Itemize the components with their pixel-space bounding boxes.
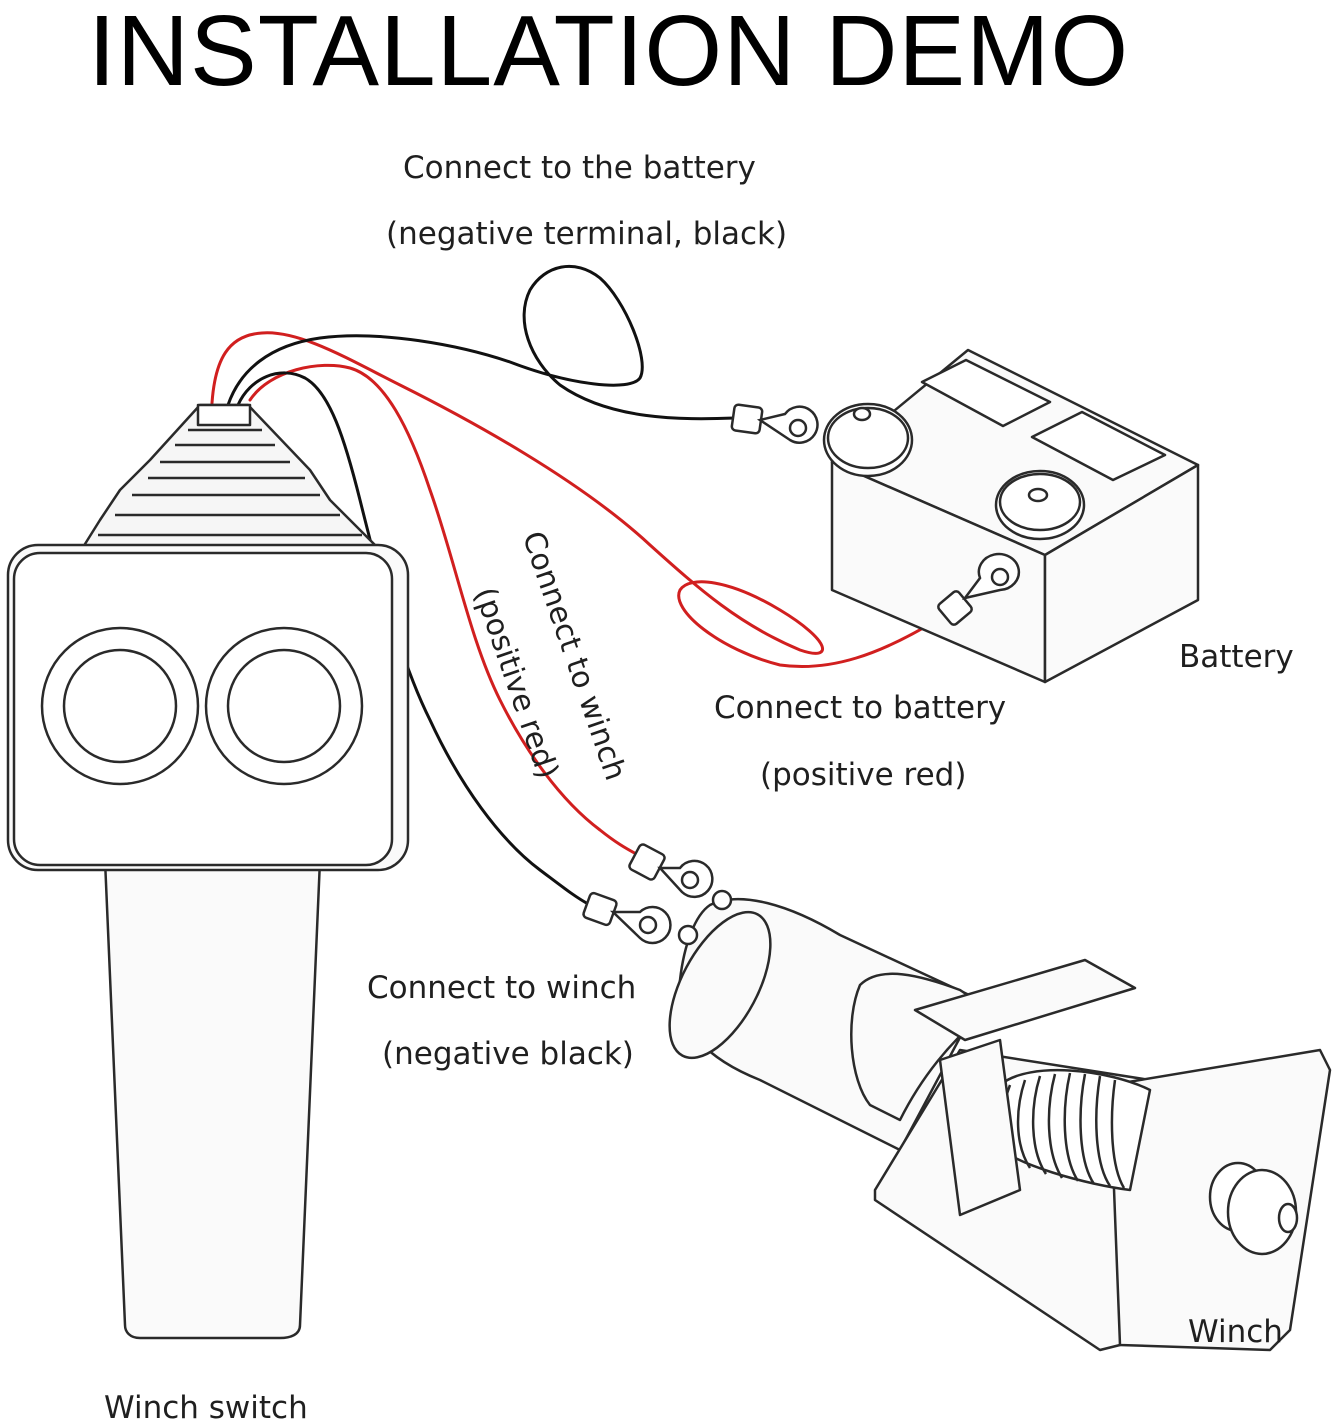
battery-positive-lug [937,552,1021,626]
black-wire-battery-negative [226,264,737,421]
page-title: INSTALLATION DEMO [88,0,1130,107]
battery-positive-terminal [994,469,1086,541]
battery-plate [920,358,1052,428]
label-battery: Battery [1179,639,1294,675]
label-winch: Winch [1188,1314,1283,1350]
switch-bellows [73,403,392,562]
label-battery-negative-line1: Connect to the battery [403,150,756,186]
winch [668,889,1332,1352]
label-winch-negative-line2: (negative black) [382,1036,634,1072]
winch-switch [6,403,410,1340]
battery-side [1043,463,1200,684]
switch-button-left [40,626,200,786]
label-battery-negative-line2: (negative terminal, black) [386,216,788,252]
wires [210,264,942,907]
switch-button-right [204,626,364,786]
winch-negative-lug [582,891,672,945]
battery [822,348,1200,684]
label-winch-negative-line1: Connect to winch [367,970,637,1006]
winch-cover [913,958,1137,1042]
red-wire-winch-positive [248,363,642,858]
battery-negative-lug [730,403,819,444]
battery-negative-terminal [822,402,914,478]
winch-terminal [711,889,733,911]
battery-plate [1030,410,1167,482]
label-battery-positive-line1: Connect to battery [714,690,1007,726]
red-wire-battery-positive [210,331,942,669]
winch-terminal [677,924,699,946]
switch-handle [103,858,322,1340]
label-battery-positive-line2: (positive red) [760,757,967,793]
winch-positive-lug [628,843,714,899]
label-winch-switch: Winch switch [104,1390,308,1426]
